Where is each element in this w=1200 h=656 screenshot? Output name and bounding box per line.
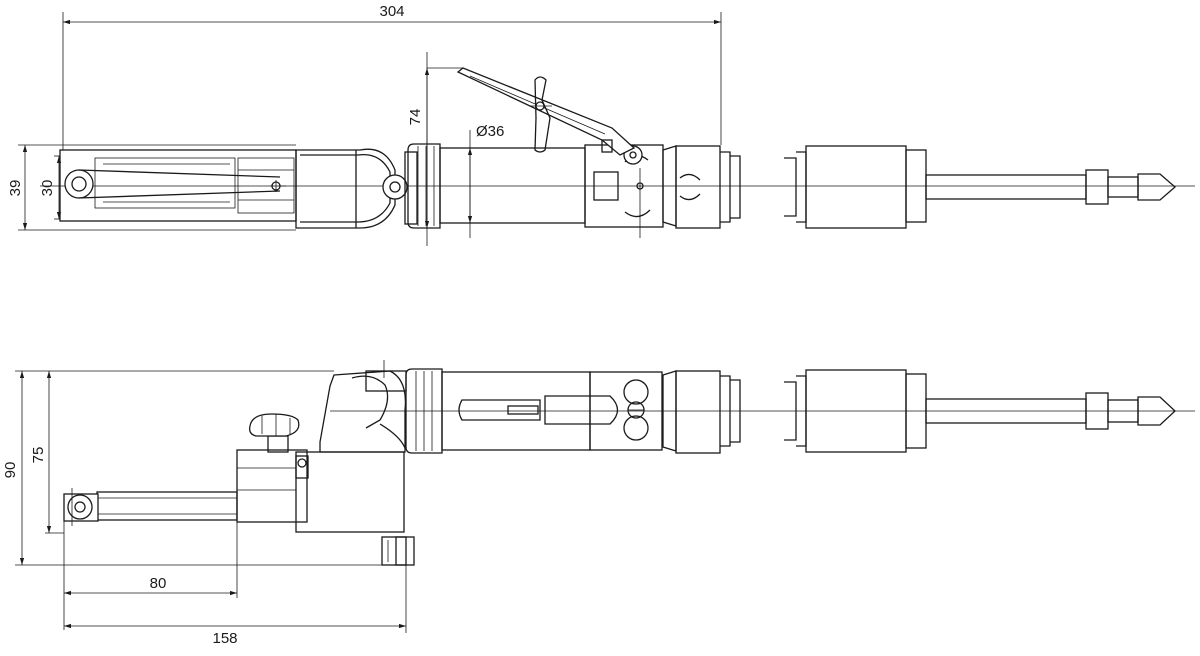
- side-head-housing: [319, 360, 407, 453]
- top-grip-body: [407, 143, 664, 238]
- dim-lever-height: 74: [407, 52, 463, 246]
- top-coupling: [662, 145, 741, 229]
- front-roller: [64, 169, 94, 199]
- dim-label-304: 304: [379, 3, 404, 20]
- side-hose-fitting: [784, 369, 1176, 453]
- dim-label-90: 90: [2, 462, 19, 479]
- throttle-lever: [456, 67, 636, 156]
- dim-label-d36: Ø36: [476, 123, 504, 140]
- dim-head-height-inner: 30: [39, 155, 62, 220]
- dim-arm-length: 80: [63, 520, 238, 630]
- top-view: 304 74 Ø36 39 30: [7, 3, 1195, 246]
- side-coupling: [662, 370, 741, 454]
- dim-label-30: 30: [39, 180, 56, 197]
- dim-label-75: 75: [30, 447, 47, 464]
- dim-body-diameter: Ø36: [467, 123, 504, 238]
- dim-head-height-outer: 39: [7, 144, 296, 231]
- dim-label-39: 39: [7, 180, 24, 197]
- top-hose-fitting: [784, 145, 1176, 229]
- dim-side-height-total: 90: [2, 370, 410, 566]
- side-clamp-block: [236, 413, 405, 533]
- clamp-knob-icon: [248, 413, 300, 437]
- pivot-knob: [382, 174, 408, 200]
- top-belt-arm: [59, 149, 297, 222]
- side-grip-body: [405, 368, 663, 454]
- side-roller: [67, 494, 93, 520]
- top-head-housing: [295, 148, 418, 229]
- dim-head-length: 158: [64, 537, 407, 647]
- dim-side-height-arm: 75: [30, 371, 64, 534]
- dim-label-80: 80: [150, 575, 167, 592]
- dim-overall-length: 304: [62, 3, 722, 150]
- side-base-stud: [381, 536, 415, 566]
- side-view: 90 75 80 158: [2, 360, 1195, 647]
- dim-label-158: 158: [212, 630, 237, 647]
- side-belt-arm: [63, 488, 238, 526]
- dim-label-74: 74: [407, 109, 424, 126]
